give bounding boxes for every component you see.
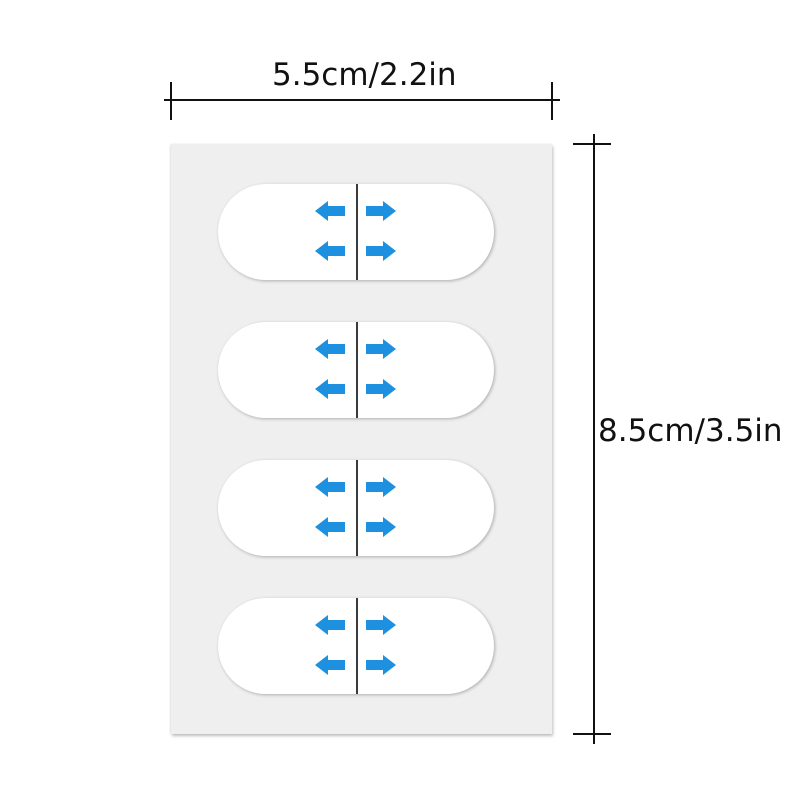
arrow-left-icon [315,379,345,399]
arrow-right-icon [366,339,396,359]
strip-seam [356,598,358,694]
arrow-left-icon [315,517,345,537]
arrow-left-icon [315,655,345,675]
arrow-left-icon [315,201,345,221]
strip-seam [356,460,358,556]
arrow-left-icon [315,339,345,359]
arrow-right-icon [366,477,396,497]
arrow-left-icon [315,241,345,261]
height-label: 8.5cm/3.5in [598,413,783,449]
strip-seam [356,322,358,418]
arrow-left-icon [315,477,345,497]
width-label: 5.5cm/2.2in [272,57,457,93]
adhesive-strip [218,460,494,556]
arrow-right-icon [366,615,396,635]
adhesive-sheet [171,144,552,734]
adhesive-strip [218,322,494,418]
adhesive-strip [218,598,494,694]
arrow-right-icon [366,379,396,399]
adhesive-strip [218,184,494,280]
arrow-left-icon [315,615,345,635]
arrow-right-icon [366,201,396,221]
arrow-right-icon [366,241,396,261]
arrow-right-icon [366,655,396,675]
strip-seam [356,184,358,280]
arrow-right-icon [366,517,396,537]
